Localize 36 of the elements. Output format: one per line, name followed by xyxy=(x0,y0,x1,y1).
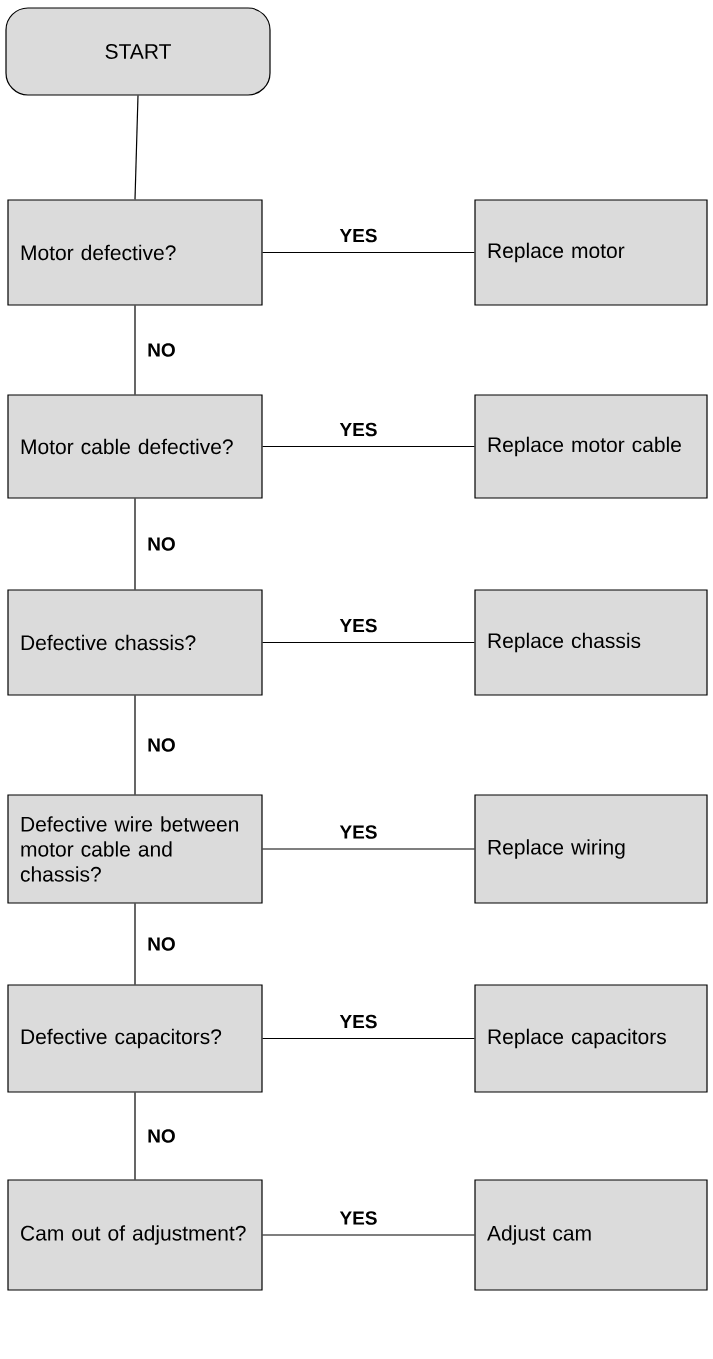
edge-label: YES xyxy=(337,420,380,439)
action-box: Adjust cam xyxy=(474,1179,708,1291)
start-terminal: START xyxy=(5,7,271,96)
connector-line xyxy=(134,305,136,395)
action-box: Replace motor cable xyxy=(474,394,708,499)
connector-line xyxy=(262,1037,475,1040)
edge-label: YES xyxy=(337,616,380,635)
connector-line xyxy=(134,1092,136,1180)
decision-box: Defective wire between motor cable and chassis? xyxy=(7,794,263,904)
edge-label: NO xyxy=(145,1127,178,1145)
connector-line xyxy=(262,1234,475,1236)
connector-line xyxy=(262,251,475,254)
edge-label: YES xyxy=(337,823,380,841)
edge-label: NO xyxy=(145,535,178,553)
connector-line xyxy=(262,641,475,644)
connector-line xyxy=(134,903,136,985)
edge-label: YES xyxy=(337,226,380,245)
decision-box: Motor defective? xyxy=(7,199,263,306)
edge-label: NO xyxy=(145,341,178,359)
connector-line xyxy=(134,498,136,590)
edge-label: YES xyxy=(337,1209,380,1227)
action-box: Replace wiring xyxy=(474,794,708,904)
decision-box: Defective capacitors? xyxy=(7,984,263,1093)
action-box: Replace chassis xyxy=(474,589,708,696)
edge-label: NO xyxy=(145,736,178,754)
connector-line xyxy=(134,695,136,795)
decision-box: Motor cable defective? xyxy=(7,394,263,499)
connector-line xyxy=(262,445,475,448)
edge-label: NO xyxy=(145,935,178,953)
connector-line xyxy=(262,848,475,850)
action-box: Replace capacitors xyxy=(474,984,708,1093)
decision-box: Cam out of adjustment? xyxy=(7,1179,263,1291)
action-box: Replace motor xyxy=(474,199,708,306)
decision-box: Defective chassis? xyxy=(7,589,263,696)
edge-label: YES xyxy=(337,1012,380,1031)
connector-line xyxy=(134,95,139,200)
